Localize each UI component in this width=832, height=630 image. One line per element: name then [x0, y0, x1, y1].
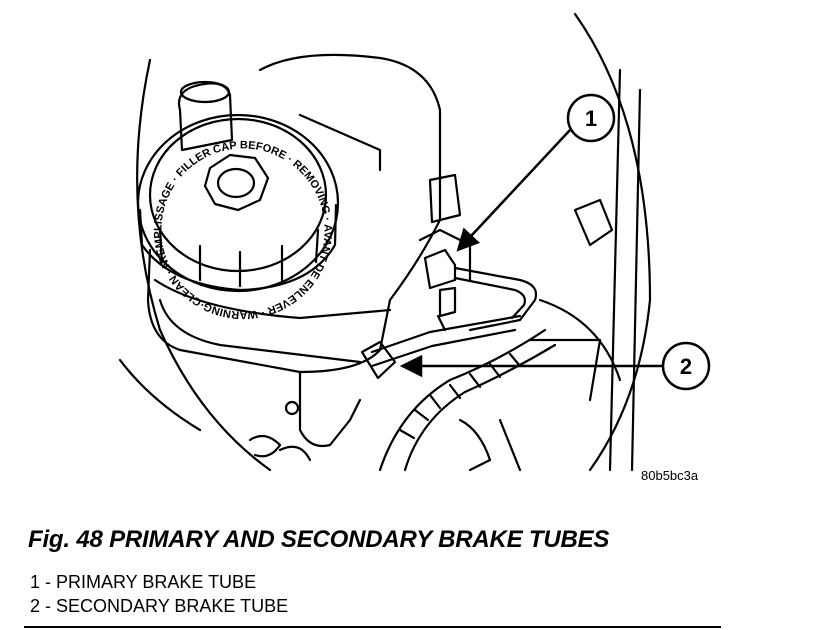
secondary-brake-tube — [370, 314, 522, 354]
primary-brake-tube — [453, 266, 538, 332]
booster-outline — [136, 58, 272, 472]
master-cylinder-body — [298, 370, 362, 448]
callout-2: 2 — [399, 341, 711, 391]
legend-item: 2 - SECONDARY BRAKE TUBE — [30, 596, 289, 616]
figure-caption: Fig. 48 PRIMARY AND SECONDARY BRAKE TUBE… — [28, 526, 610, 553]
svg-text:REMPLISSAGE · FILLER CAP BEFOR: REMPLISSAGE · FILLER CAP BEFORE · REMOVI… — [0, 0, 334, 321]
cap-hex-nut — [203, 153, 270, 212]
cap-warning-text: REMPLISSAGE · FILLER CAP BEFORE · REMOVI… — [0, 0, 334, 321]
fluid-reservoir — [146, 53, 442, 374]
bottom-rule — [24, 626, 721, 628]
legend-list: 1 - PRIMARY BRAKE TUBE 2 - SECONDARY BRA… — [30, 570, 288, 618]
filler-cap — [136, 113, 340, 293]
master-cylinder-illustration: REMPLISSAGE · FILLER CAP BEFORE · REMOVI… — [0, 0, 711, 472]
callout-1: 1 — [456, 93, 616, 252]
callout-2-number: 2 — [680, 354, 692, 379]
callout-1-number: 1 — [585, 106, 597, 131]
figure-image-id: 80b5bc3a — [641, 468, 699, 483]
legend-item: 1 - PRIMARY BRAKE TUBE — [30, 572, 257, 592]
